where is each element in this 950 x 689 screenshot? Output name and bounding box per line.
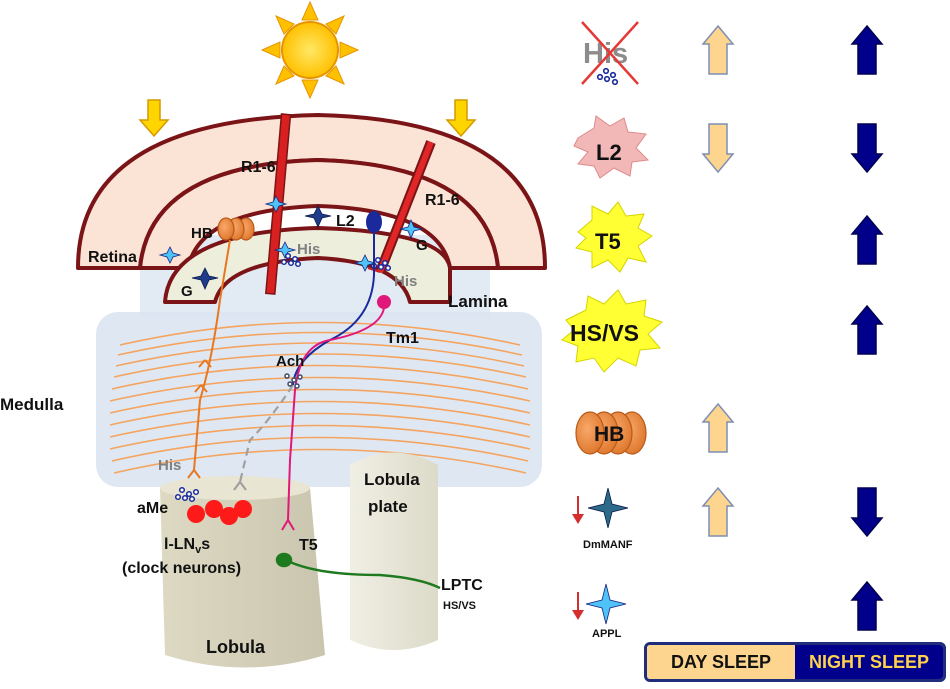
clock-neurons-caption: (clock neurons) — [122, 560, 241, 577]
light-arrow-icon — [138, 99, 477, 138]
lobula-plate-label-2: plate — [368, 497, 408, 516]
g-label-left: G — [181, 283, 193, 300]
lamina-label: Lamina — [448, 292, 508, 311]
medulla-layers — [109, 321, 531, 474]
svg-text:APPL: APPL — [592, 628, 622, 640]
hsvs-night-up-arrow — [850, 304, 884, 355]
svg-text:L2: L2 — [596, 140, 622, 165]
svg-text:T5: T5 — [595, 229, 621, 254]
ach-vesicles — [284, 373, 303, 389]
day-sleep-label: DAY SLEEP — [647, 645, 795, 679]
night-sleep-label: NIGHT SLEEP — [795, 645, 943, 679]
hb-cells — [217, 217, 255, 241]
svg-text:HS/VS: HS/VS — [570, 320, 639, 346]
svg-text:DmMANF: DmMANF — [583, 539, 633, 551]
his-night-up-arrow — [850, 24, 884, 75]
tm1-label: Tm1 — [386, 330, 419, 347]
hs-vs-burst-icon: HS/VS — [561, 289, 663, 373]
svg-text:HB: HB — [594, 423, 624, 446]
r1-6-label-left: R1-6 — [241, 159, 276, 176]
medulla-region — [96, 312, 542, 487]
l2-day-down-arrow — [701, 123, 735, 174]
lobula-plate-label-1: Lobula — [364, 470, 420, 489]
clock-neurons — [187, 500, 252, 525]
star-markers — [158, 195, 423, 290]
lptc-neuron — [275, 552, 441, 590]
hb-day-up-arrow — [701, 402, 735, 453]
dmmanf-day-up-arrow — [701, 486, 735, 537]
lobula-label: Lobula — [206, 637, 266, 657]
his-label-lower: His — [158, 457, 181, 474]
hs-vs-small-label: HS/VS — [443, 600, 476, 612]
sleep-change-arrows — [701, 24, 884, 631]
ach-neuron — [233, 384, 294, 491]
sleep-legend: DAY SLEEP NIGHT SLEEP — [644, 642, 946, 682]
dmmanf-icon: DmMANF — [572, 487, 633, 551]
r1-6-label-right: R1-6 — [425, 192, 460, 209]
sun-icon — [260, 0, 360, 100]
appl-night-up-arrow — [850, 580, 884, 631]
t5-label: T5 — [299, 537, 318, 554]
g-label-right: G — [416, 237, 428, 254]
t5-night-up-arrow — [850, 214, 884, 265]
ach-label: Ach — [276, 353, 304, 370]
clock-neurons-label: l-LNvs — [164, 536, 210, 556]
his-label-center: His — [297, 241, 320, 258]
l2-burst-icon: L2 — [573, 115, 650, 179]
ame-label: aMe — [137, 500, 168, 517]
his-crossed-icon: His — [581, 21, 639, 86]
retina-label: Retina — [88, 249, 137, 266]
medulla-label: Medulla — [0, 395, 64, 414]
hb-legend-icon: HB — [575, 411, 647, 455]
lobula-plate — [350, 452, 438, 650]
l2-label: L2 — [336, 213, 355, 230]
hb-label: HB — [191, 225, 213, 242]
lptc-label: LPTC — [441, 577, 483, 594]
l2-neuron — [292, 211, 382, 386]
appl-icon: APPL — [572, 583, 627, 640]
his-day-up-arrow — [701, 24, 735, 75]
l2-night-down-arrow — [850, 123, 884, 174]
hb-neuron — [187, 239, 231, 479]
dmmanf-night-down-arrow — [850, 487, 884, 538]
t5-burst-icon: T5 — [575, 201, 653, 273]
his-label-right: His — [394, 273, 417, 290]
